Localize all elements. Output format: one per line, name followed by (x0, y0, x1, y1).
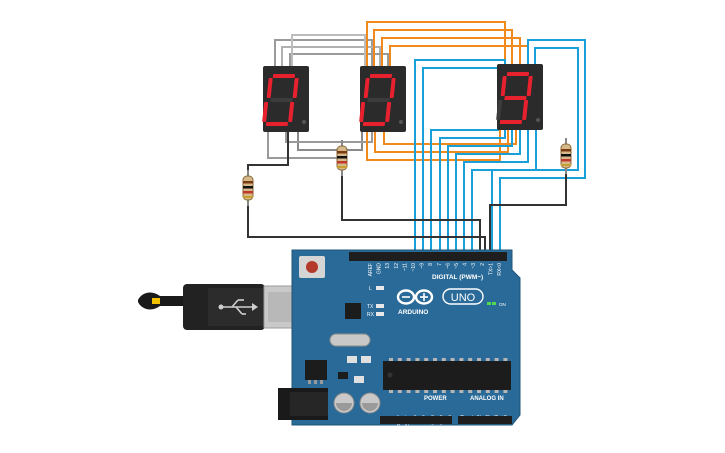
usb-cable[interactable] (138, 284, 311, 330)
seven-segment-display-3[interactable] (496, 64, 543, 130)
power-jack[interactable] (278, 388, 328, 420)
segment-b (292, 78, 299, 98)
usb-interface-chip (345, 303, 361, 319)
segment-g (504, 96, 527, 100)
analog-pin-header[interactable] (458, 416, 512, 424)
segment-a (506, 72, 530, 76)
display-1-segments (262, 74, 299, 126)
segment-d (265, 122, 289, 126)
segment-e (359, 102, 366, 122)
blue-wires[interactable] (414, 39, 586, 250)
atmega-microcontroller (383, 358, 511, 393)
pin-label: ~10 (411, 263, 417, 272)
segment-b (526, 76, 533, 96)
pin-label: 7 (437, 263, 443, 266)
pin-label: AREF (368, 263, 374, 276)
segment-d (499, 120, 523, 124)
rx-label: RX (367, 312, 375, 318)
display-3-segments (496, 72, 533, 124)
tx-label: TX (367, 304, 374, 310)
pin-label: ~3 (471, 263, 477, 269)
pin-label: 2 (480, 263, 486, 266)
segment-d (362, 122, 386, 126)
pin-label: GND (377, 263, 383, 275)
pin-label: ~9 (420, 263, 426, 269)
crystal-oscillator (329, 333, 371, 347)
resistor-2[interactable] (336, 140, 348, 176)
pin-label: ~5 (454, 263, 460, 269)
black-wires[interactable] (247, 128, 567, 250)
segment-e (496, 100, 503, 120)
segment-a (369, 74, 393, 78)
segment-g (367, 98, 390, 102)
pin-label: TX>1 (488, 263, 494, 275)
arduino-brand-label: ARDUINO (398, 309, 428, 316)
segment-f (500, 76, 507, 96)
segment-e (262, 102, 269, 122)
l-led (376, 286, 384, 290)
resistor-3[interactable] (560, 138, 572, 174)
on-led (487, 302, 491, 305)
reset-button[interactable] (299, 256, 325, 278)
segment-f (266, 78, 273, 98)
pin-label: 13 (385, 263, 391, 269)
segment-f (363, 78, 370, 98)
rx-led (376, 312, 384, 316)
tx-led (376, 304, 384, 308)
pin-label: RX<0 (497, 263, 503, 276)
arduino-logo-icon (396, 289, 434, 305)
voltage-regulator (305, 360, 327, 384)
display-2-segments (359, 74, 396, 126)
capacitor-1 (333, 392, 355, 414)
seven-segment-display-1[interactable] (262, 66, 309, 132)
digital-header-label: DIGITAL (PWM~) (432, 274, 483, 281)
orange-wires[interactable] (366, 21, 529, 161)
segment-c (385, 102, 392, 122)
uno-badge: UNO (442, 288, 484, 305)
pin-label: ~6 (445, 263, 451, 269)
analog-header-label: ANALOG IN (470, 396, 504, 402)
seven-segment-display-2[interactable] (359, 66, 406, 132)
digital-pin-header[interactable] (349, 252, 507, 261)
usb-icon (218, 299, 258, 315)
power-pin-header[interactable] (380, 416, 452, 424)
pin-label: ~11 (402, 263, 408, 271)
segment-b (389, 78, 396, 98)
pin-label: 12 (394, 263, 400, 269)
segment-c (522, 100, 529, 120)
power-header-label: POWER (424, 396, 447, 402)
uno-label: UNO (451, 292, 476, 304)
segment-a (272, 74, 296, 78)
pin-label: 4 (463, 263, 469, 266)
l-label: L (369, 286, 372, 292)
capacitor-2 (359, 392, 381, 414)
on-label: ON (499, 302, 506, 307)
segment-g (270, 98, 293, 102)
resistor-1[interactable] (242, 170, 254, 206)
pin-label: 8 (428, 263, 434, 266)
segment-c (288, 102, 295, 122)
